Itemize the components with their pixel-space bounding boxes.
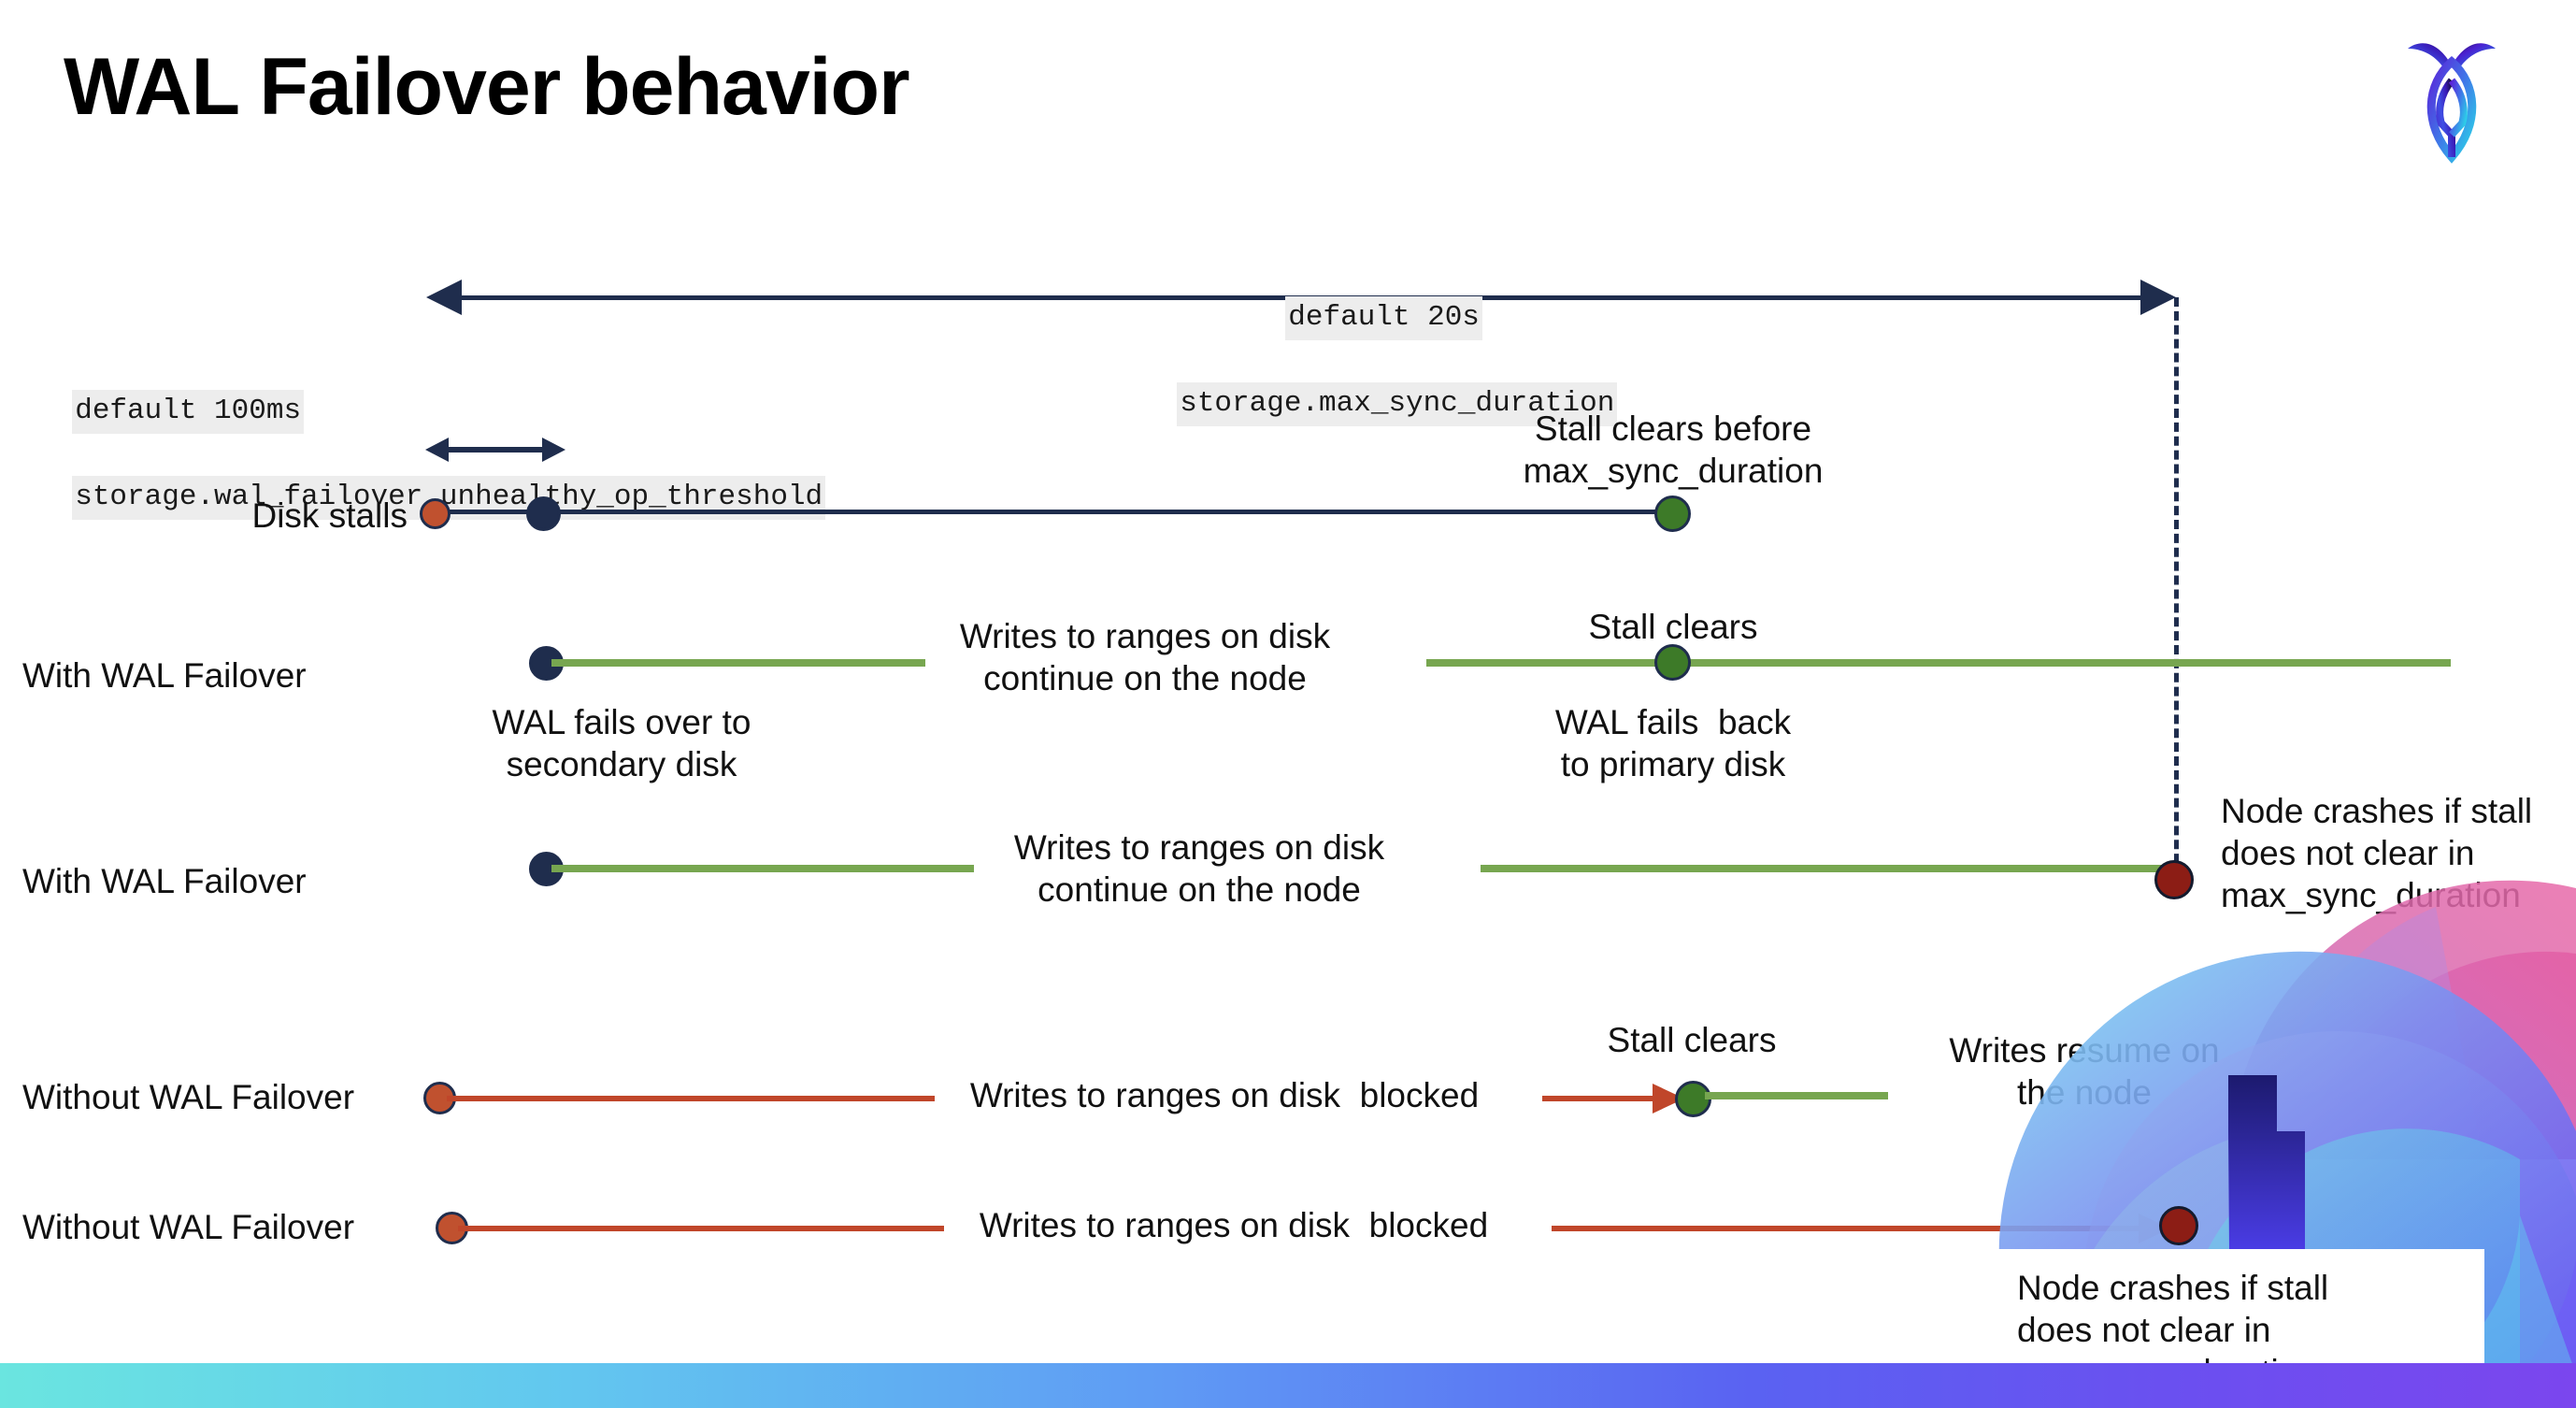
with-failover-crash-crash-dot [2154, 860, 2194, 899]
with-failover-clears-failback-note: WAL fails back to primary disk [1554, 703, 1792, 784]
disk-stalls-start-dot [420, 498, 451, 529]
page-title: WAL Failover behavior [64, 42, 910, 132]
without-failover-crash-blocked-segment-2 [1552, 1226, 2172, 1231]
disk-stalls-clear-dot [1654, 496, 1691, 532]
with-failover-clears-middle-note: Writes to ranges on disk continue on the… [959, 617, 1331, 698]
max-sync-duration-annotation: default 20s storage.max_sync_duration [1142, 254, 1618, 426]
without-failover-clears-resume-segment [1705, 1092, 1888, 1099]
row-label-disk-stalls: Disk stalls [251, 496, 408, 535]
row-label-with-wal-failover-crash: With WAL Failover [22, 862, 307, 900]
without-failover-clears-resume-segment-far [2290, 1092, 2449, 1099]
disk-stalls-failover-dot [526, 496, 561, 531]
unhealthy-op-threshold-default-label: default 100ms [72, 389, 305, 434]
without-failover-crash-crash-dot [2159, 1206, 2198, 1245]
with-failover-crash-middle-note: Writes to ranges on disk continue on the… [1013, 828, 1385, 910]
disk-stalls-timeline [439, 510, 1673, 514]
row-label-without-wal-failover-clears: Without WAL Failover [22, 1078, 355, 1116]
with-failover-clears-start-note: WAL fails over to secondary disk [492, 703, 751, 784]
max-sync-duration-default-label: default 20s [1285, 295, 1482, 340]
row-label-without-wal-failover-crash: Without WAL Failover [22, 1208, 355, 1246]
without-failover-clears-blocked-note: Writes to ranges on disk blocked [969, 1076, 1480, 1114]
without-failover-clears-resume-note: Writes resume on the node [1949, 1031, 2220, 1113]
with-failover-clears-segment-2 [1426, 659, 2451, 667]
row-label-with-wal-failover-clears: With WAL Failover [22, 656, 307, 695]
max-sync-duration-dashed-guide [2174, 297, 2179, 877]
without-failover-crash-blocked-note: Writes to ranges on disk blocked [979, 1206, 1489, 1244]
cockroachdb-logo-icon [2382, 26, 2522, 176]
max-sync-duration-right-arrowhead [2140, 280, 2176, 315]
unhealthy-op-threshold-left-arrowhead [425, 438, 449, 462]
with-failover-clears-stall-clears-note: Stall clears [1588, 608, 1758, 646]
without-failover-clears-blocked-segment-2 [1542, 1096, 1667, 1101]
without-failover-clears-blocked-segment-1 [447, 1096, 935, 1101]
with-failover-crash-note: Node crashes if stall does not clear in … [2221, 792, 2533, 915]
max-sync-duration-left-arrowhead [426, 280, 462, 315]
with-failover-crash-segment-1 [551, 865, 974, 872]
unhealthy-op-threshold-right-arrowhead [542, 438, 565, 462]
with-failover-crash-segment-2 [1481, 865, 2172, 872]
unhealthy-op-threshold-span-line [447, 447, 550, 453]
disk-stalls-clear-note: Stall clears before max_sync_duration [1523, 409, 1824, 491]
without-failover-clears-stall-clears-note: Stall clears [1607, 1021, 1777, 1059]
without-failover-crash-blocked-segment-1 [458, 1226, 944, 1231]
with-failover-clears-segment-1 [551, 659, 925, 667]
bottom-gradient-bar [0, 1363, 2576, 1408]
max-sync-duration-setting-name: storage.max_sync_duration [1177, 381, 1618, 426]
with-failover-clears-clear-dot [1654, 644, 1691, 681]
